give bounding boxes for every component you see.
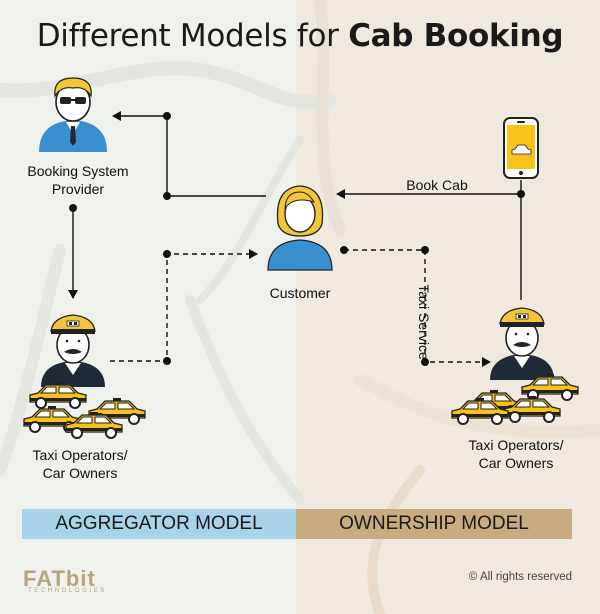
fatbit-logo: FATbit	[23, 566, 96, 591]
copyright-text: © All rights reserved	[468, 571, 572, 583]
booking-provider-label-line1: Booking System	[27, 163, 129, 179]
operators-right-label-line2: Car Owners	[478, 455, 554, 471]
booking-provider-label: Booking System Provider	[8, 162, 148, 198]
connector-provider-customer	[112, 111, 266, 200]
operators-right-label-line1: Taxi Operators/	[468, 437, 564, 453]
operators-left-label-line2: Car Owners	[42, 465, 118, 481]
title-bold: Cab Booking	[348, 18, 564, 54]
taxi-driver-left-icon	[40, 314, 106, 388]
connector-operators-customer	[110, 249, 258, 365]
taxi-service-label: Taxi Service	[416, 284, 432, 360]
booking-provider-icon	[39, 77, 107, 152]
taxi-fleet-right-icon	[451, 373, 579, 425]
aggregator-model-band: AGGREGATOR MODEL	[22, 509, 296, 539]
book-cab-label: Book Cab	[406, 177, 468, 193]
operators-left-label: Taxi Operators/ Car Owners	[10, 446, 150, 482]
customer-label: Customer	[269, 285, 331, 301]
taxi-driver-right-icon	[489, 307, 555, 381]
connector-provider-operators	[68, 204, 78, 299]
taxi-fleet-left-icon	[23, 381, 146, 439]
title-prefix: Different Models for	[36, 18, 339, 54]
taxi-service-label-wrapper: Taxi Service	[394, 262, 454, 382]
booking-provider-label-line2: Provider	[51, 181, 105, 197]
fatbit-logo-subtitle: TECHNOLOGIES	[28, 588, 107, 594]
connector-book-cab	[336, 180, 525, 300]
page-title: Different Models for Cab Booking	[0, 18, 600, 54]
ownership-model-band: OWNERSHIP MODEL	[296, 509, 572, 539]
operators-left-label-line1: Taxi Operators/	[32, 447, 128, 463]
operators-right-label: Taxi Operators/ Car Owners	[446, 436, 586, 472]
customer-icon	[267, 185, 333, 271]
connector-taxi-service	[340, 246, 491, 367]
smartphone-icon	[503, 117, 539, 179]
